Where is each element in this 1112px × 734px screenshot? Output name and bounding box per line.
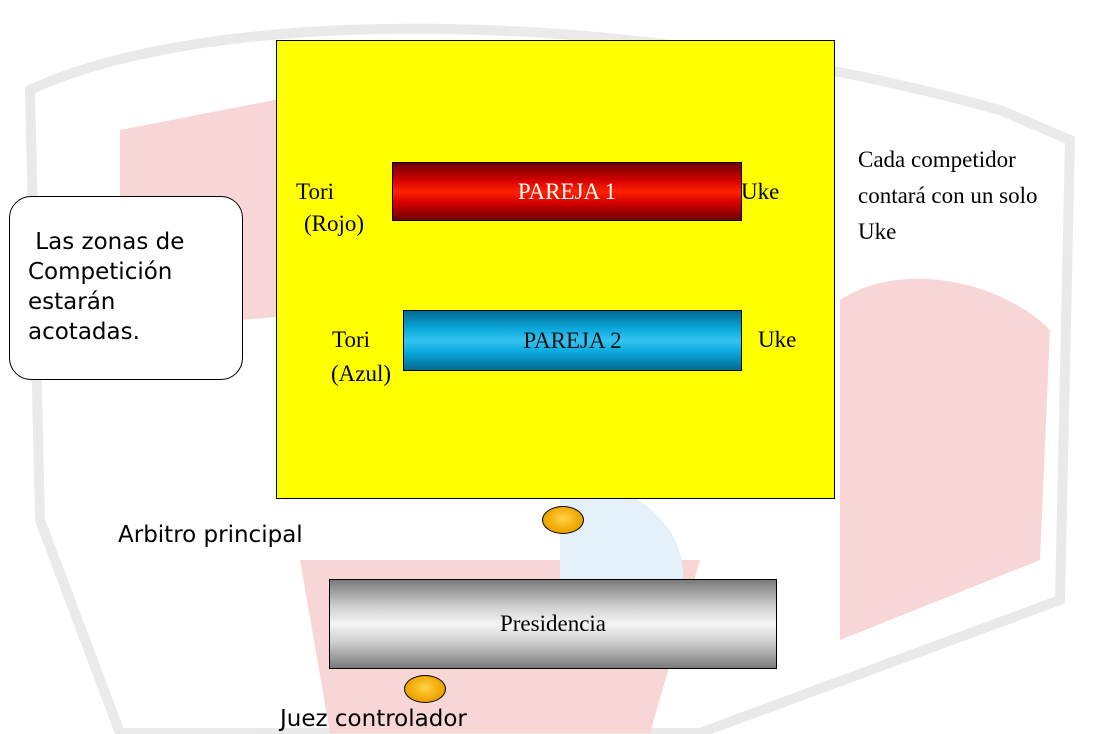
zone-note-callout: Las zonas de Competición estarán acotada… — [9, 196, 243, 380]
side-note-line-1: Cada competidor — [858, 147, 1016, 172]
pair-2-uke: Uke — [758, 327, 797, 352]
presidencia-bar: Presidencia — [329, 579, 777, 669]
juez-label: Juez controlador — [280, 706, 467, 732]
side-note-line-2: contará con un solo — [858, 183, 1038, 208]
pair-1-label: PAREJA 1 — [517, 178, 617, 204]
side-note-line-3: Uke — [858, 219, 897, 244]
pair-1-tori: Tori — [296, 179, 334, 204]
referee-marker — [542, 506, 584, 534]
zone-note-line-3: estarán — [28, 289, 116, 315]
pair-1-uke: Uke — [741, 179, 780, 204]
pair-1-bar: PAREJA 1 — [392, 162, 742, 221]
pair-2-tori-color: (Azul) — [331, 361, 392, 386]
presidencia-label: Presidencia — [499, 611, 606, 636]
zone-note-line-1: Las zonas de — [28, 229, 185, 255]
pair-2-label: PAREJA 2 — [523, 327, 622, 353]
zone-note-line-2: Competición — [28, 259, 173, 285]
arbitro-label: Arbitro principal — [118, 522, 303, 548]
controller-marker — [404, 675, 446, 703]
pair-2-tori: Tori — [332, 327, 370, 352]
zone-note-line-4: acotadas. — [28, 319, 140, 345]
pair-1-tori-color: (Rojo) — [304, 211, 365, 236]
competition-area — [276, 40, 835, 499]
pair-2-bar: PAREJA 2 — [403, 310, 742, 371]
